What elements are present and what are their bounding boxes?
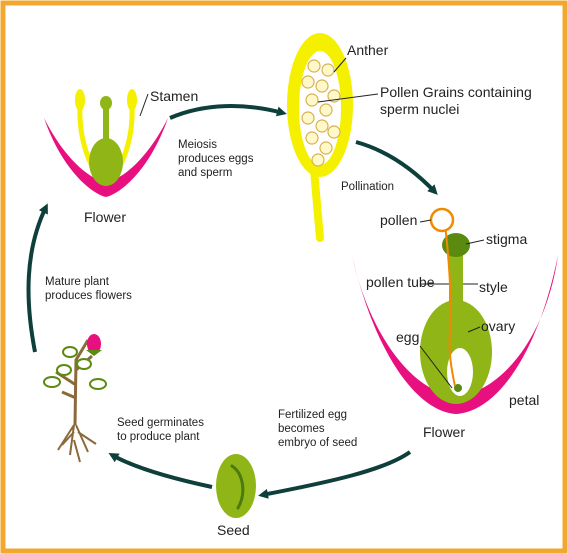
seed-coat [216, 454, 256, 518]
mature-label: Mature plant produces flowers [45, 276, 132, 302]
pistil-ovary [89, 138, 123, 186]
plant-leaf [57, 365, 71, 375]
style-label: style [479, 279, 508, 295]
anther-label: Anther [347, 42, 389, 58]
anther-illustration [287, 33, 378, 238]
germinates-label: Seed germinates to produce plant [117, 417, 207, 443]
seed-label: Seed [217, 522, 250, 538]
anther-filament [314, 170, 320, 238]
stamen-pointer [140, 94, 148, 116]
arrow-flower-to-anther [170, 106, 283, 118]
pollen-label: pollen [380, 212, 417, 228]
pollen-tube-label: pollen tube [366, 274, 435, 290]
petal-label: petal [509, 392, 539, 408]
stigma-label: stigma [486, 231, 527, 247]
seed-illustration [216, 454, 256, 518]
pollen-pointer-right [420, 220, 431, 222]
fertilized-label: Fertilized egg becomes embryo of seed [278, 409, 357, 449]
stamen-label: Stamen [150, 88, 198, 104]
plant-leaf [90, 379, 106, 389]
plant-roots [58, 425, 96, 462]
anther-right [127, 89, 137, 111]
flower-top-label: Flower [84, 209, 126, 225]
plant-leaf [44, 377, 60, 387]
ovary-label: ovary [481, 318, 515, 334]
egg-label: egg [396, 329, 419, 345]
meiosis-label: Meiosis produces eggs and sperm [178, 139, 257, 179]
pollen-grains-label: Pollen Grains containing sperm nuclei [380, 84, 536, 117]
pollen-grain [431, 209, 453, 231]
pistil-stigma [100, 96, 112, 110]
anther-left [75, 89, 85, 111]
plant-bud-sepal [86, 350, 102, 356]
mature-plant [44, 334, 106, 462]
arrow-seed-to-plant [112, 455, 212, 487]
arrow-flower-to-seed [262, 452, 410, 495]
plant-leaf [77, 359, 91, 369]
flower-top-left [44, 89, 168, 197]
arrow-plant-to-flower [29, 207, 46, 352]
flower-right-label: Flower [423, 424, 465, 440]
plant-leaf [63, 347, 77, 357]
pollination-label: Pollination [341, 181, 394, 193]
